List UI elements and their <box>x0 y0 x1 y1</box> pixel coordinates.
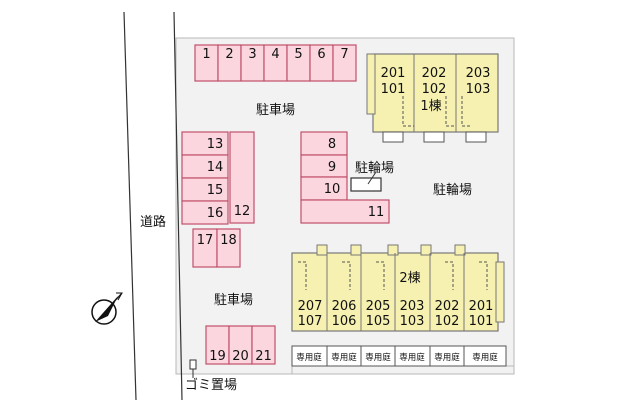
parking-space-17-label: 17 <box>197 233 214 248</box>
bike-rack-pointer <box>367 171 377 185</box>
building-2-bump-3 <box>387 244 399 256</box>
building-2-bump-4 <box>420 244 432 256</box>
building-1-step-1 <box>382 131 404 143</box>
b2-unit-201: 201 <box>469 299 494 314</box>
b1-unit-103: 103 <box>466 82 491 97</box>
parking-space-10-label: 10 <box>324 182 341 197</box>
parking-space-15-label: 15 <box>207 183 224 198</box>
b1-unit-101: 101 <box>381 82 406 97</box>
parking-space-6-label: 6 <box>317 47 325 62</box>
parking-space-12-label: 12 <box>234 204 251 219</box>
private-garden-4: 専用庭 <box>399 352 425 363</box>
road-line-right <box>173 11 183 401</box>
parking-space-17 <box>192 228 218 268</box>
b2-unit-107: 107 <box>298 314 323 329</box>
parking-space-13-label: 13 <box>207 137 224 152</box>
building-2-label: 2棟 <box>399 271 420 286</box>
building-1-body <box>372 53 499 133</box>
building-1-step-2 <box>423 131 445 143</box>
private-garden-row <box>291 345 507 367</box>
parking-space-16-label: 16 <box>207 206 224 221</box>
bike-parking-label-small: 駐輪場 <box>355 160 394 176</box>
parking-space-9 <box>300 154 348 178</box>
b1-unit-203: 203 <box>466 66 491 81</box>
road-label: 道路 <box>140 214 166 230</box>
parking-space-8 <box>300 131 348 156</box>
b2-unit-206: 206 <box>332 299 357 314</box>
building-1: 201 202 203 101 102 103 1棟 <box>366 53 499 143</box>
building-2: 2棟 207 206 205 203 202 201 107 106 105 1… <box>291 244 507 367</box>
north-arrow-icon <box>91 292 123 325</box>
parking-space-1-label: 1 <box>202 47 210 62</box>
building-2-bump-5 <box>454 244 466 256</box>
building-2-stair-5 <box>479 261 488 290</box>
b2-unit-106: 106 <box>332 314 357 329</box>
parking-space-3-label: 3 <box>248 47 256 62</box>
parking-label-top: 駐車場 <box>256 103 295 118</box>
bike-rack <box>350 177 382 192</box>
building-2-stair-3 <box>376 261 385 290</box>
parking-label-bottom: 駐車場 <box>214 293 253 308</box>
b1-unit-102: 102 <box>422 82 447 97</box>
parking-space-11-label: 11 <box>368 205 385 220</box>
bike-parking-label-large: 駐輪場 <box>433 182 472 198</box>
parking-space-5-label: 5 <box>294 47 302 62</box>
garbage-label: ゴミ置場 <box>185 377 237 393</box>
parking-space-20-label: 20 <box>232 349 249 364</box>
b2-unit-205: 205 <box>366 299 391 314</box>
b1-unit-201: 201 <box>381 66 406 81</box>
building-1-label: 1棟 <box>420 99 441 114</box>
building-2-bump-1 <box>316 244 328 256</box>
road-line-left <box>123 11 137 401</box>
parking-space-7-label: 7 <box>340 47 348 62</box>
parking-space-12 <box>229 131 255 224</box>
b2-unit-102: 102 <box>435 314 460 329</box>
building-2-stair-4 <box>445 261 454 290</box>
b2-unit-202: 202 <box>435 299 460 314</box>
building-2-stair-2 <box>342 261 351 290</box>
private-garden-6: 専用庭 <box>472 352 498 363</box>
b1-unit-202: 202 <box>422 66 447 81</box>
building-1-stair-2 <box>445 96 456 127</box>
parking-space-21 <box>251 325 276 365</box>
parking-row-bottom: 19 20 21 <box>205 325 276 365</box>
private-garden-3: 専用庭 <box>365 352 391 363</box>
parking-space-9-label: 9 <box>328 160 336 175</box>
parking-space-11 <box>300 199 390 224</box>
b2-unit-105: 105 <box>366 314 391 329</box>
building-2-wing-right <box>495 261 505 323</box>
b2-unit-101: 101 <box>469 314 494 329</box>
parking-space-16 <box>181 200 229 225</box>
parking-space-18 <box>216 228 241 268</box>
private-garden-1: 専用庭 <box>296 352 322 363</box>
garbage-box <box>189 359 197 370</box>
parking-space-2-label: 2 <box>225 47 233 62</box>
parking-space-19-label: 19 <box>209 349 226 364</box>
private-garden-5: 専用庭 <box>434 352 460 363</box>
building-1-wing-left <box>366 53 376 115</box>
parking-space-18-label: 18 <box>220 233 237 248</box>
b2-unit-203: 203 <box>400 299 425 314</box>
building-2-stair-1 <box>298 261 307 290</box>
parking-block-center: 8 9 10 11 <box>300 131 390 224</box>
parking-space-4-label: 4 <box>271 47 279 62</box>
b2-unit-207: 207 <box>298 299 323 314</box>
parking-space-21-label: 21 <box>255 349 272 364</box>
garden-strip <box>291 365 515 375</box>
parking-space-14-label: 14 <box>207 160 224 175</box>
b2-unit-103: 103 <box>400 314 425 329</box>
building-1-step-3 <box>465 131 487 143</box>
building-1-stair-1 <box>402 96 414 127</box>
parking-row-top: 1 2 3 4 5 6 7 <box>194 44 357 82</box>
parking-space-8-label: 8 <box>328 137 336 152</box>
building-1-stair-3 <box>461 96 470 127</box>
parking-space-7 <box>332 44 357 82</box>
private-garden-2: 専用庭 <box>331 352 357 363</box>
building-2-bump-2 <box>350 244 362 256</box>
parking-block-left: 13 14 15 16 12 <box>181 131 255 225</box>
parking-pair: 17 18 <box>192 228 241 268</box>
